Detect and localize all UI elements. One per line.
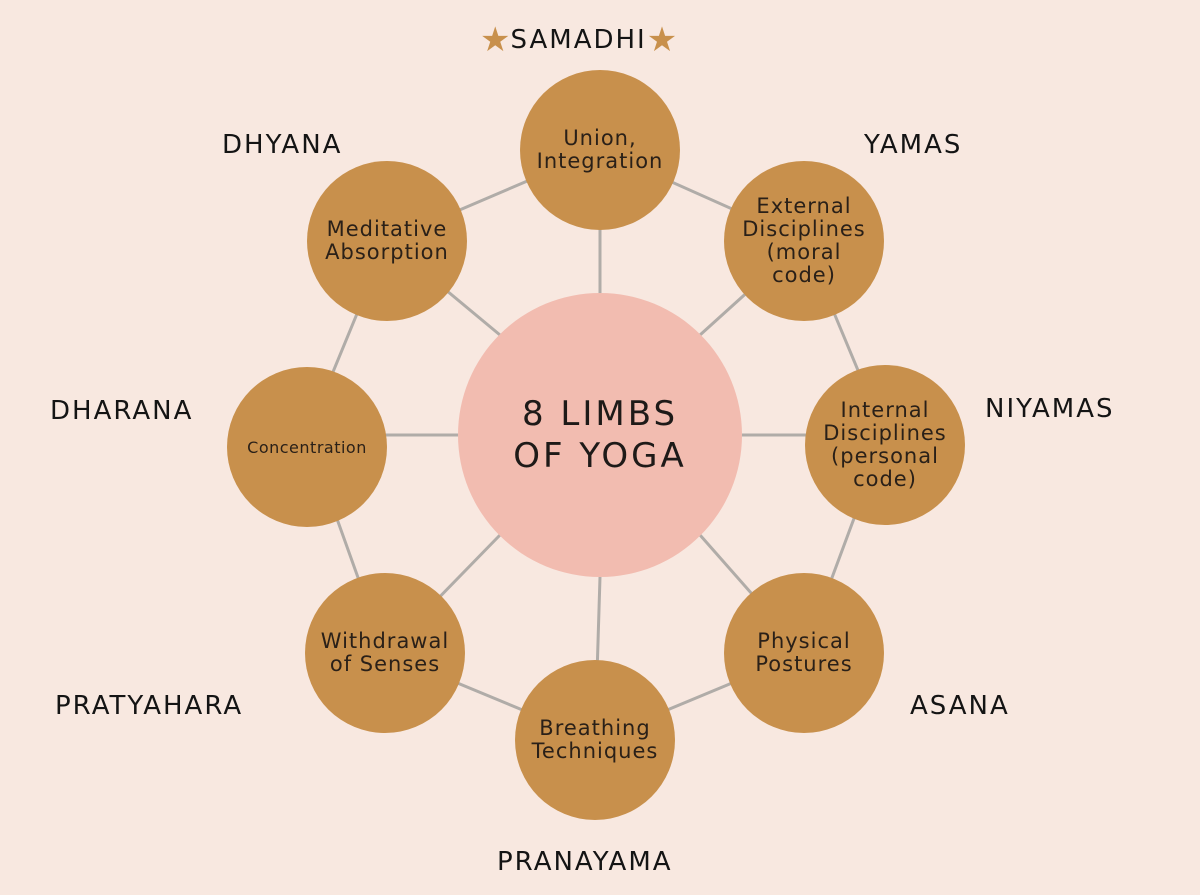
limb-circle-pranayama: Breathing Techniques bbox=[515, 660, 675, 820]
limb-circle-niyamas: Internal Disciplines (personal code) bbox=[805, 365, 965, 525]
limb-circle-dhyana: Meditative Absorption bbox=[307, 161, 467, 321]
limb-description-pratyahara: Withdrawal of Senses bbox=[320, 629, 450, 676]
limb-name-dhyana: DHYANA bbox=[222, 130, 343, 160]
limb-circle-samadhi: Union, Integration bbox=[520, 70, 680, 230]
limb-circle-pratyahara: Withdrawal of Senses bbox=[305, 573, 465, 733]
limb-description-asana: Physical Postures bbox=[755, 629, 853, 676]
samadhi-heading: ★ SAMADHI ★ bbox=[480, 20, 678, 60]
limb-description-samadhi: Union, Integration bbox=[536, 126, 664, 173]
limb-name-samadhi: SAMADHI bbox=[510, 25, 647, 55]
limb-name-pratyahara: PRATYAHARA bbox=[55, 691, 244, 721]
limb-name-yamas: YAMAS bbox=[864, 130, 963, 160]
star-icon: ★ bbox=[646, 20, 678, 60]
limb-description-yamas: External Disciplines (moral code) bbox=[742, 194, 866, 287]
star-icon: ★ bbox=[480, 20, 511, 60]
limb-description-dhyana: Meditative Absorption bbox=[325, 217, 449, 264]
limb-circle-asana: Physical Postures bbox=[724, 573, 884, 733]
limb-name-niyamas: NIYAMAS bbox=[985, 394, 1115, 424]
limb-circle-dharana: Concentration bbox=[227, 367, 387, 527]
center-title: 8 LIMBS OF YOGA bbox=[513, 394, 687, 476]
limb-description-dharana: Concentration bbox=[247, 437, 367, 457]
center-circle: 8 LIMBS OF YOGA bbox=[458, 293, 742, 577]
limb-description-niyamas: Internal Disciplines (personal code) bbox=[823, 398, 947, 491]
limb-circle-yamas: External Disciplines (moral code) bbox=[724, 161, 884, 321]
limb-name-pranayama: PRANAYAMA bbox=[497, 847, 673, 877]
limb-name-asana: ASANA bbox=[910, 691, 1010, 721]
limb-description-pranayama: Breathing Techniques bbox=[531, 716, 659, 763]
limb-name-dharana: DHARANA bbox=[50, 396, 194, 426]
